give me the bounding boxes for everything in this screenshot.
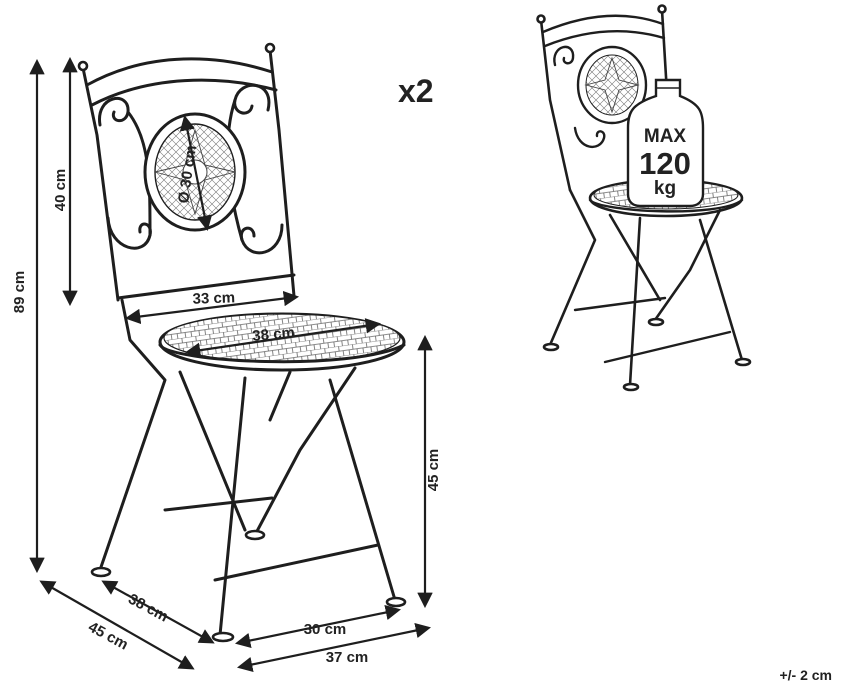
medallion-diameter-arrow <box>179 114 213 232</box>
load-badge-max: MAX <box>644 126 687 147</box>
dimension-labels: 89 cm 40 cm Ø 30 cm 33 cm 38 cm 45 cm 38… <box>11 144 442 666</box>
back-width-arrow <box>124 290 300 325</box>
dimension-arrows <box>29 56 433 673</box>
seat-height-label: 45 cm <box>425 449 442 492</box>
depth-inner-label: 38 cm <box>125 591 171 626</box>
load-badge-value: 120 <box>639 146 691 181</box>
seat-diameter-label: 38 cm <box>252 324 296 345</box>
depth-outer-label: 45 cm <box>85 619 131 654</box>
quantity-label: x2 <box>398 73 434 109</box>
depth-outer-arrow <box>39 580 195 670</box>
back-height-label: 40 cm <box>52 169 69 212</box>
width-outer-label: 37 cm <box>326 649 369 666</box>
total-height-label: 89 cm <box>11 271 28 314</box>
load-badge-unit: kg <box>654 178 676 199</box>
seat-diameter-arrow <box>184 318 382 358</box>
weight-bottle <box>626 78 705 208</box>
chair-main-illustration <box>77 42 407 643</box>
tolerance-note: +/- 2 cm <box>779 667 832 683</box>
chair-load-illustration <box>536 4 752 392</box>
width-inner-label: 30 cm <box>304 621 347 638</box>
back-width-label: 33 cm <box>192 289 235 307</box>
width-outer-arrow <box>236 622 432 673</box>
